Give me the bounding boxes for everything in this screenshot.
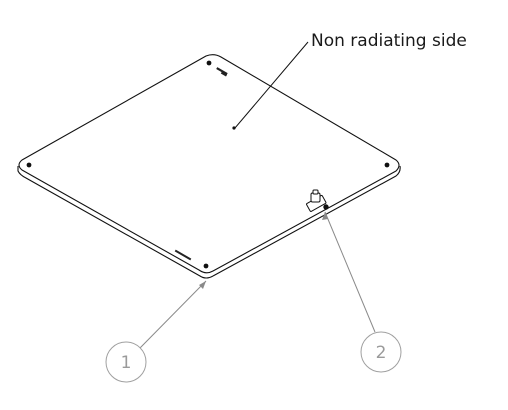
rf-connector	[306, 189, 329, 212]
panel-top-face	[18, 54, 400, 274]
callout-2-arrowhead	[322, 212, 328, 220]
callout-2-leader	[324, 211, 376, 333]
callout-1-number: 1	[121, 353, 132, 373]
mounting-hole-top	[206, 60, 212, 66]
mounting-hole-left	[26, 162, 32, 168]
callout-1: 1	[105, 280, 207, 383]
logo-mark-top	[216, 67, 228, 76]
engraved-marks	[174, 67, 228, 261]
callout-2: 2	[322, 211, 402, 373]
callout-1-leader	[139, 280, 207, 349]
mounting-hole-bottom	[203, 263, 209, 269]
callout-2-circle	[360, 331, 402, 373]
mounting-hole-right	[384, 162, 390, 168]
callout-2-number: 2	[376, 343, 387, 363]
connector-tip	[312, 189, 319, 195]
panel-thickness-front-right	[212, 165, 401, 277]
callout-1-circle	[105, 341, 147, 383]
panel-thickness-front-left	[17, 166, 214, 279]
callout-1-arrowhead	[199, 281, 206, 289]
panel-plate	[17, 54, 401, 279]
panel-center-point	[232, 126, 236, 130]
annotation-leader-line	[234, 41, 309, 129]
logo-mark-bottom	[174, 249, 192, 261]
connector-nut	[323, 204, 329, 210]
logo-mark-top-2	[220, 71, 228, 77]
mounting-holes	[26, 60, 390, 269]
annotation-label: Non radiating side	[311, 31, 467, 51]
